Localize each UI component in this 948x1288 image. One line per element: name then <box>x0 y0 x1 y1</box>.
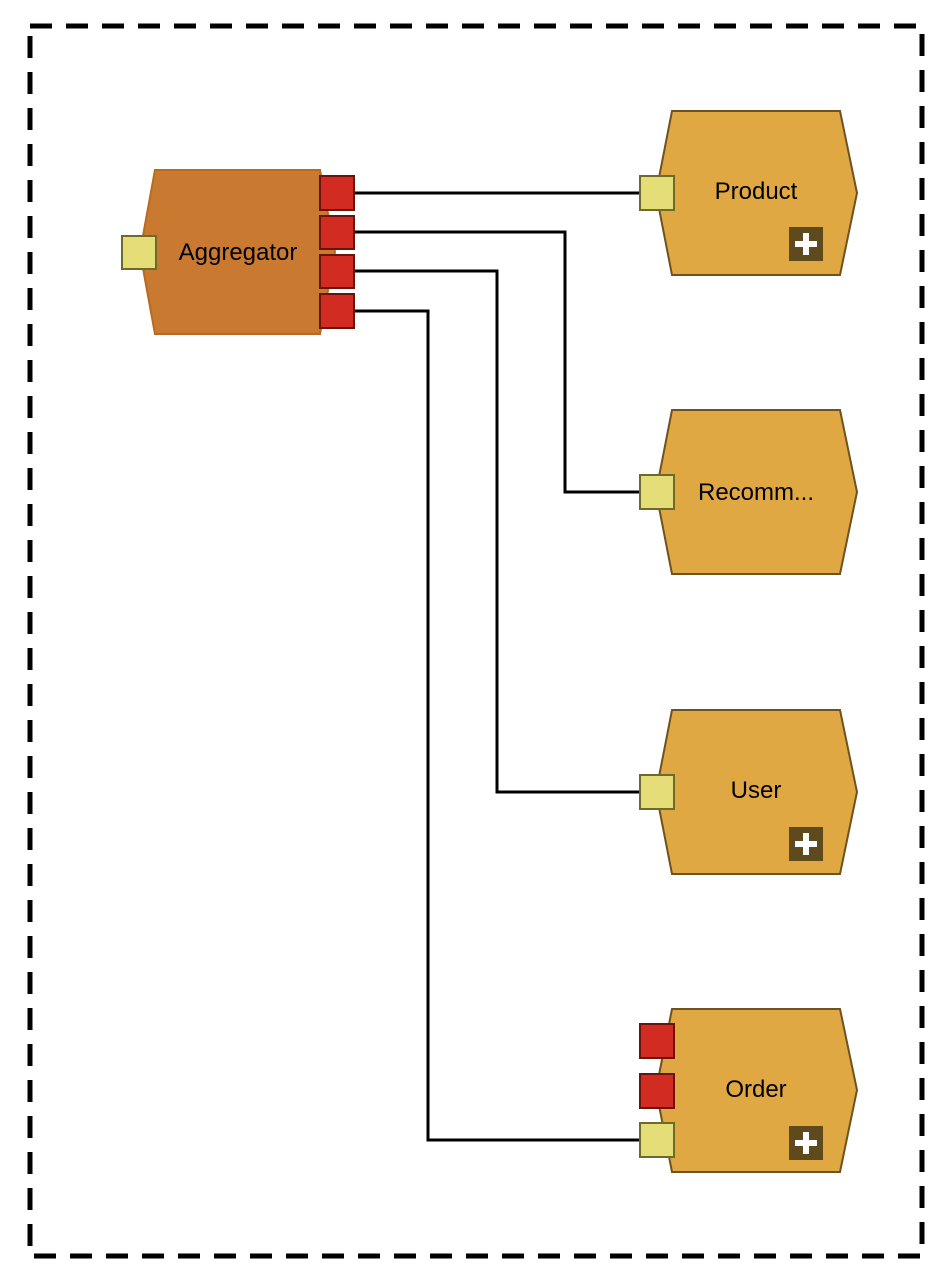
user-expand-button[interactable] <box>789 827 823 861</box>
order-input-port[interactable] <box>639 1122 675 1158</box>
node-user[interactable]: User <box>639 709 859 875</box>
order-expand-button[interactable] <box>789 1126 823 1160</box>
node-order[interactable]: Order <box>639 1008 859 1173</box>
order-extra-port-1[interactable] <box>639 1023 675 1059</box>
product-label: Product <box>715 178 798 205</box>
node-recommendation[interactable]: Recomm... <box>639 409 859 575</box>
aggregator-output-port-4[interactable] <box>319 293 355 329</box>
edge-aggregator-user[interactable] <box>354 269 640 794</box>
edge-aggregator-recommendation[interactable] <box>354 230 640 494</box>
edge-aggregator-order[interactable] <box>354 309 640 1142</box>
aggregator-output-port-2[interactable] <box>319 215 355 250</box>
order-extra-port-2[interactable] <box>639 1073 675 1109</box>
recommendation-input-port[interactable] <box>639 474 675 510</box>
node-product[interactable]: Product <box>639 110 859 276</box>
product-input-port[interactable] <box>639 175 675 211</box>
node-aggregator[interactable]: Aggregator <box>121 169 355 335</box>
user-label: User <box>731 777 782 804</box>
product-expand-button[interactable] <box>789 227 823 261</box>
edges-layer <box>354 191 640 1142</box>
order-label: Order <box>725 1076 786 1103</box>
container-frame <box>27 23 925 1259</box>
aggregator-input-port[interactable] <box>121 235 157 270</box>
aggregator-output-port-3[interactable] <box>319 254 355 289</box>
aggregator-output-port-1[interactable] <box>319 175 355 211</box>
user-input-port[interactable] <box>639 774 675 810</box>
aggregator-label: Aggregator <box>179 239 298 266</box>
recommendation-label: Recomm... <box>698 479 814 506</box>
